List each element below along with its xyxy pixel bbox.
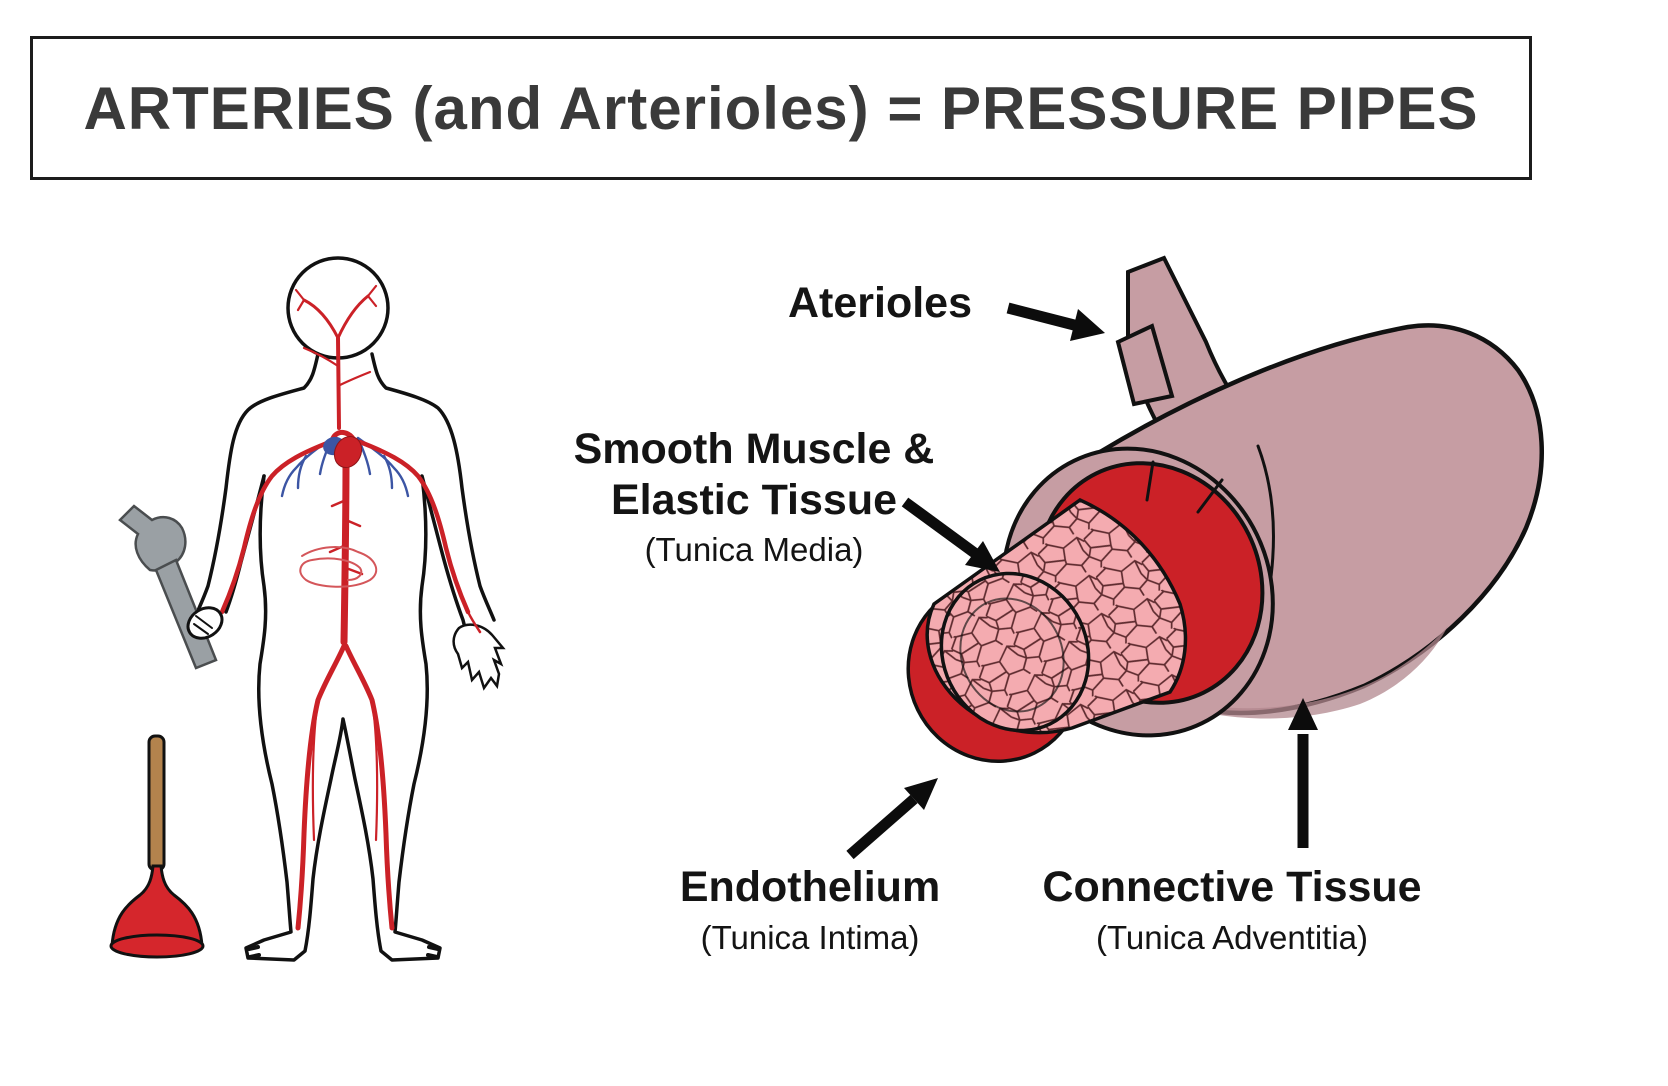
arterioles-label-text: Aterioles [787,279,972,327]
tunica-media-sub: (Tunica Media) [644,531,864,569]
human-arterial-system-figure [109,256,506,962]
heart-icon [323,435,363,469]
figure-outer-arm-right [370,352,496,622]
tunica-media-line1: Smooth Muscle & [573,425,935,473]
vein-tree [280,436,410,498]
artery-cutaway-diagram [906,255,1544,763]
annotation-arrows [846,302,1318,860]
artery-tree [208,284,482,931]
connective-tissue-sub: (Tunica Adventitia) [1095,918,1369,956]
figure-torso-legs-outline [244,474,469,962]
endothelium-label-text: Endothelium [679,863,941,911]
tunica-media-arrow [901,497,1000,572]
arterioles-label: Aterioles [770,278,990,329]
figure-body-outline [192,352,320,622]
pipe-wrench-icon [118,504,224,670]
endothelium-arrow [846,778,938,860]
endothelium-end-cap [939,571,1091,733]
connective-tissue-label-text: Connective Tissue [1042,863,1422,911]
endothelium-label: Endothelium (Tunica Intima) [640,862,980,958]
tunica-media-label: Smooth Muscle & Elastic Tissue (Tunica M… [556,424,952,570]
tunica-media-line2: Elastic Tissue [610,475,898,524]
page-title: ARTERIES (and Arterioles) = PRESSURE PIP… [83,74,1479,142]
endothelium-sub: (Tunica Intima) [700,918,920,956]
figure-toes [247,945,440,959]
arterioles-arrow [1006,302,1105,341]
figure-open-hand [452,623,506,691]
connective-tissue-label: Connective Tissue (Tunica Adventitia) [1022,862,1442,958]
media-wedge-lines [1145,460,1224,514]
title-box: ARTERIES (and Arterioles) = PRESSURE PIP… [30,36,1532,180]
plunger-icon [109,734,205,959]
endothelium-rim-line [959,597,1065,713]
connective-tissue-arrow [1288,698,1318,848]
